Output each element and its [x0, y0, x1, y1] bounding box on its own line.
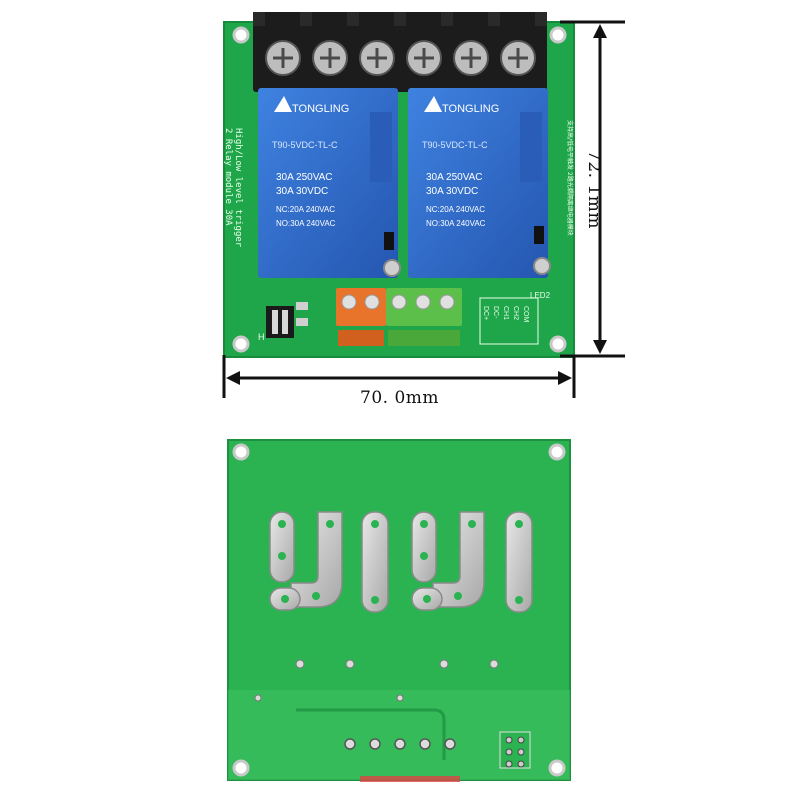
pin-label-2: DC-: [492, 306, 499, 319]
vias: [254, 659, 499, 702]
board-top-view: TONGLING T90-5VDC-TL-C 30A 250VAC 30A 30…: [223, 12, 575, 358]
relay-1-model: T90-5VDC-TL-C: [272, 140, 338, 150]
mounting-holes-bottom: [232, 443, 566, 777]
relay-2-model: T90-5VDC-TL-C: [422, 140, 488, 150]
board-bottom-view: [227, 439, 571, 782]
pin-label-3: CH1: [502, 306, 509, 320]
jumper-header: [266, 306, 294, 338]
relay-1-rating-4: NO:30A 240VAC: [276, 219, 336, 228]
header-pins: [344, 738, 456, 750]
smd-components: [296, 226, 551, 326]
relay-1: TONGLING T90-5VDC-TL-C 30A 250VAC 30A 30…: [258, 88, 398, 278]
relay-2-brand: TONGLING: [442, 103, 499, 115]
silk-chinese-note: 支持高/低电平触发 2路光耦隔离继电器模块: [566, 120, 574, 236]
width-dimension-line: [222, 355, 576, 398]
pin-label-1: DC+: [482, 306, 489, 320]
relay-2: TONGLING T90-5VDC-TL-C 30A 250VAC 30A 30…: [408, 88, 548, 278]
silk-module-text: 2 Relay module 30A: [223, 128, 233, 226]
input-terminal-green: [386, 288, 462, 346]
led-label: LED2: [530, 291, 551, 300]
relay-2-rating-1: 30A 250VAC: [426, 172, 483, 183]
solder-pads: [269, 511, 533, 613]
screw-terminal-block: [253, 12, 547, 92]
relay-2-rating-4: NO:30A 240VAC: [426, 219, 486, 228]
relay-2-rating-3: NC:20A 240VAC: [426, 205, 485, 214]
relay-2-rating-2: 30A 30VDC: [426, 186, 478, 197]
silk-trigger-text: High/Low level trigger: [233, 128, 243, 248]
relay-1-brand: TONGLING: [292, 103, 349, 115]
relay-1-rating-2: 30A 30VDC: [276, 186, 328, 197]
pin-label-5: COM: [522, 306, 529, 323]
pin-label-box: [479, 297, 539, 345]
input-terminal-orange: [336, 288, 386, 346]
pad-holes: [278, 520, 523, 604]
relay-1-rating-1: 30A 250VAC: [276, 172, 333, 183]
trace: [296, 708, 446, 760]
mounting-holes-top: [232, 26, 567, 353]
height-dimension-line: [560, 20, 625, 358]
jumper-label: H: [258, 332, 265, 342]
height-dimension-label: 72. 1mm: [584, 150, 604, 229]
relay-1-rating-3: NC:20A 240VAC: [276, 205, 335, 214]
width-dimension-label: 70. 0mm: [360, 388, 439, 408]
pin-label-4: CH2: [512, 306, 519, 320]
jumper-pins-bottom: [499, 731, 531, 769]
